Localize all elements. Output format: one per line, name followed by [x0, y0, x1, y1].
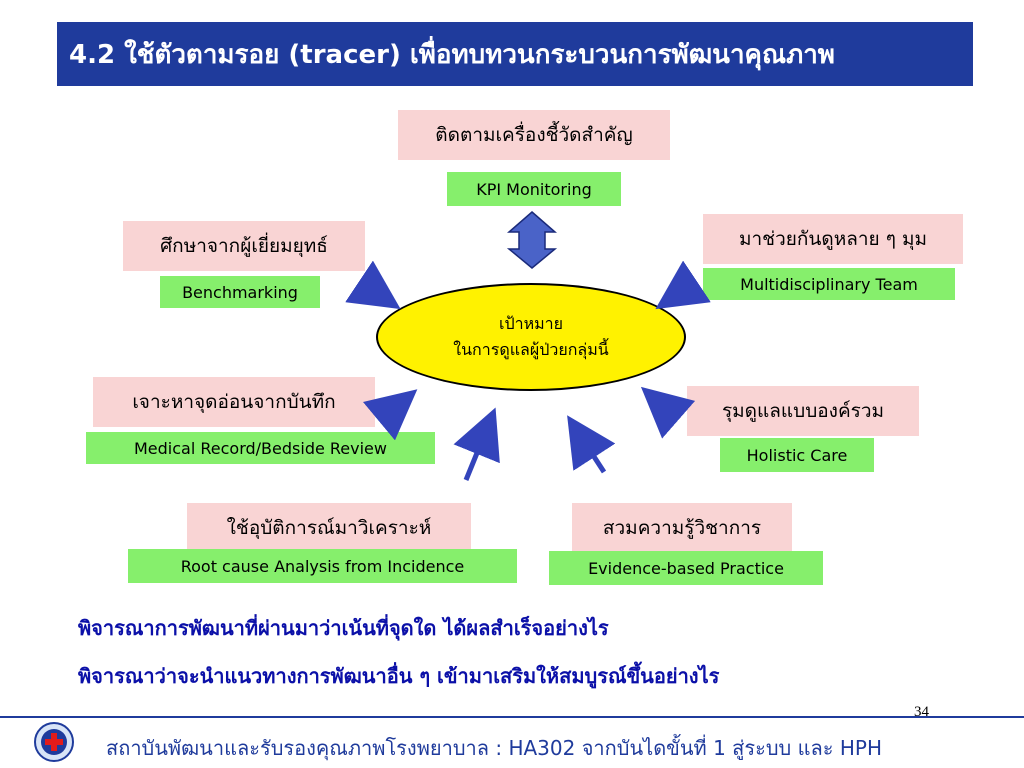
ha-logo-icon [34, 722, 74, 762]
arrow-team [655, 260, 711, 310]
node-evidence-th: สวมความรู้วิชาการ [572, 503, 792, 553]
arrow-benchmarking [345, 260, 401, 310]
node-holistic-th: รุมดูแลแบบองค์รวม [687, 386, 919, 436]
node-benchmarking-th: ศึกษาจากผู้เยี่ยมยุทธ์ [123, 221, 365, 271]
kpi-double-arrow [506, 211, 558, 269]
slide-title: 4.2 ใช้ตัวตามรอย (tracer) เพื่อทบทวนกระบ… [57, 22, 973, 86]
question-1: พิจารณาการพัฒนาที่ผ่านมาว่าเน้นที่จุดใด … [78, 616, 609, 640]
node-team-en: Multidisciplinary Team [703, 268, 955, 300]
node-holistic-en: Holistic Care [720, 438, 874, 472]
arrow-incident [453, 407, 500, 481]
node-incident-en: Root cause Analysis from Incidence [128, 549, 517, 583]
goal-ellipse: เป้าหมาย ในการดูแลผู้ป่วยกลุ่มนี้ [376, 283, 686, 391]
node-record-th: เจาะหาจุดอ่อนจากบันทึก [93, 377, 375, 427]
arrow-record [362, 389, 418, 441]
node-team-th: มาช่วยกันดูหลาย ๆ มุม [703, 214, 963, 264]
node-benchmarking-en: Benchmarking [160, 276, 320, 308]
footer-divider [0, 716, 1024, 718]
node-kpi-en: KPI Monitoring [447, 172, 621, 206]
page-number: 34 [914, 704, 929, 720]
node-incident-th: ใช้อุบัติการณ์มาวิเคราะห์ [187, 503, 471, 553]
node-kpi-th: ติดตามเครื่องชี้วัดสำคัญ [398, 110, 670, 160]
arrow-holistic [640, 386, 696, 439]
goal-line1: เป้าหมาย [498, 314, 564, 333]
arrow-evidence [567, 415, 616, 474]
question-2: พิจารณาว่าจะนำแนวทางการพัฒนาอื่น ๆ เข้าม… [78, 664, 720, 688]
node-evidence-en: Evidence-based Practice [549, 551, 823, 585]
footer-text: สถาบันพัฒนาและรับรองคุณภาพโรงพยาบาล : HA… [106, 736, 882, 760]
goal-line2: ในการดูแลผู้ป่วยกลุ่มนี้ [453, 340, 609, 359]
